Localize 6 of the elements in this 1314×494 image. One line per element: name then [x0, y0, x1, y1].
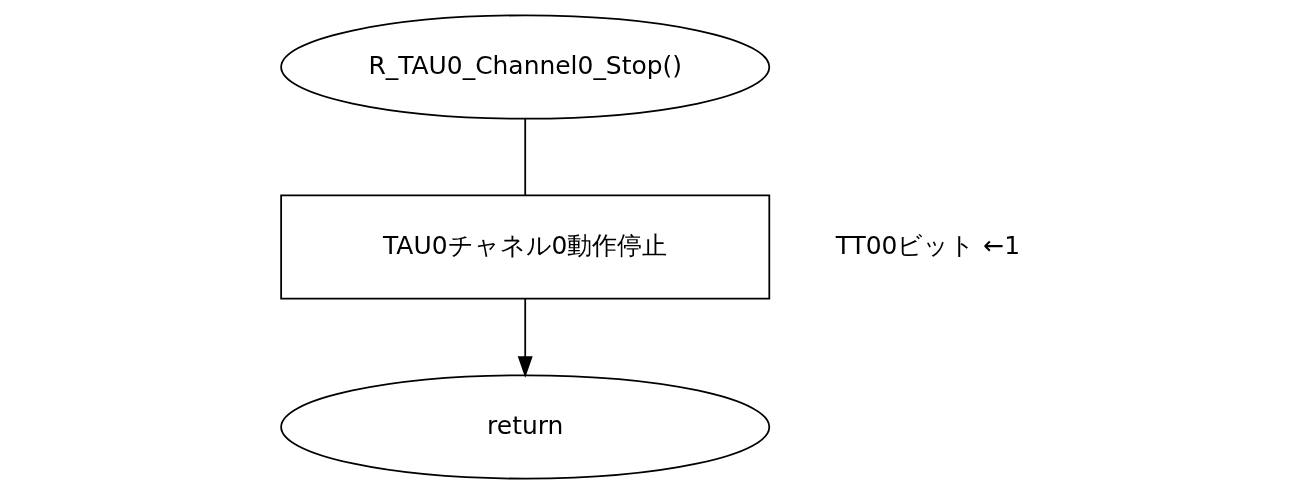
connector: [523, 118, 526, 196]
node-label: TT00ビット ←1: [835, 230, 1020, 260]
node-ellipse: R_TAU0_Channel0_Stop(): [279, 14, 770, 120]
node-box: TAU0チャネル0動作停止: [279, 194, 770, 300]
arrow: [517, 297, 533, 378]
node-ellipse: return: [279, 374, 770, 480]
